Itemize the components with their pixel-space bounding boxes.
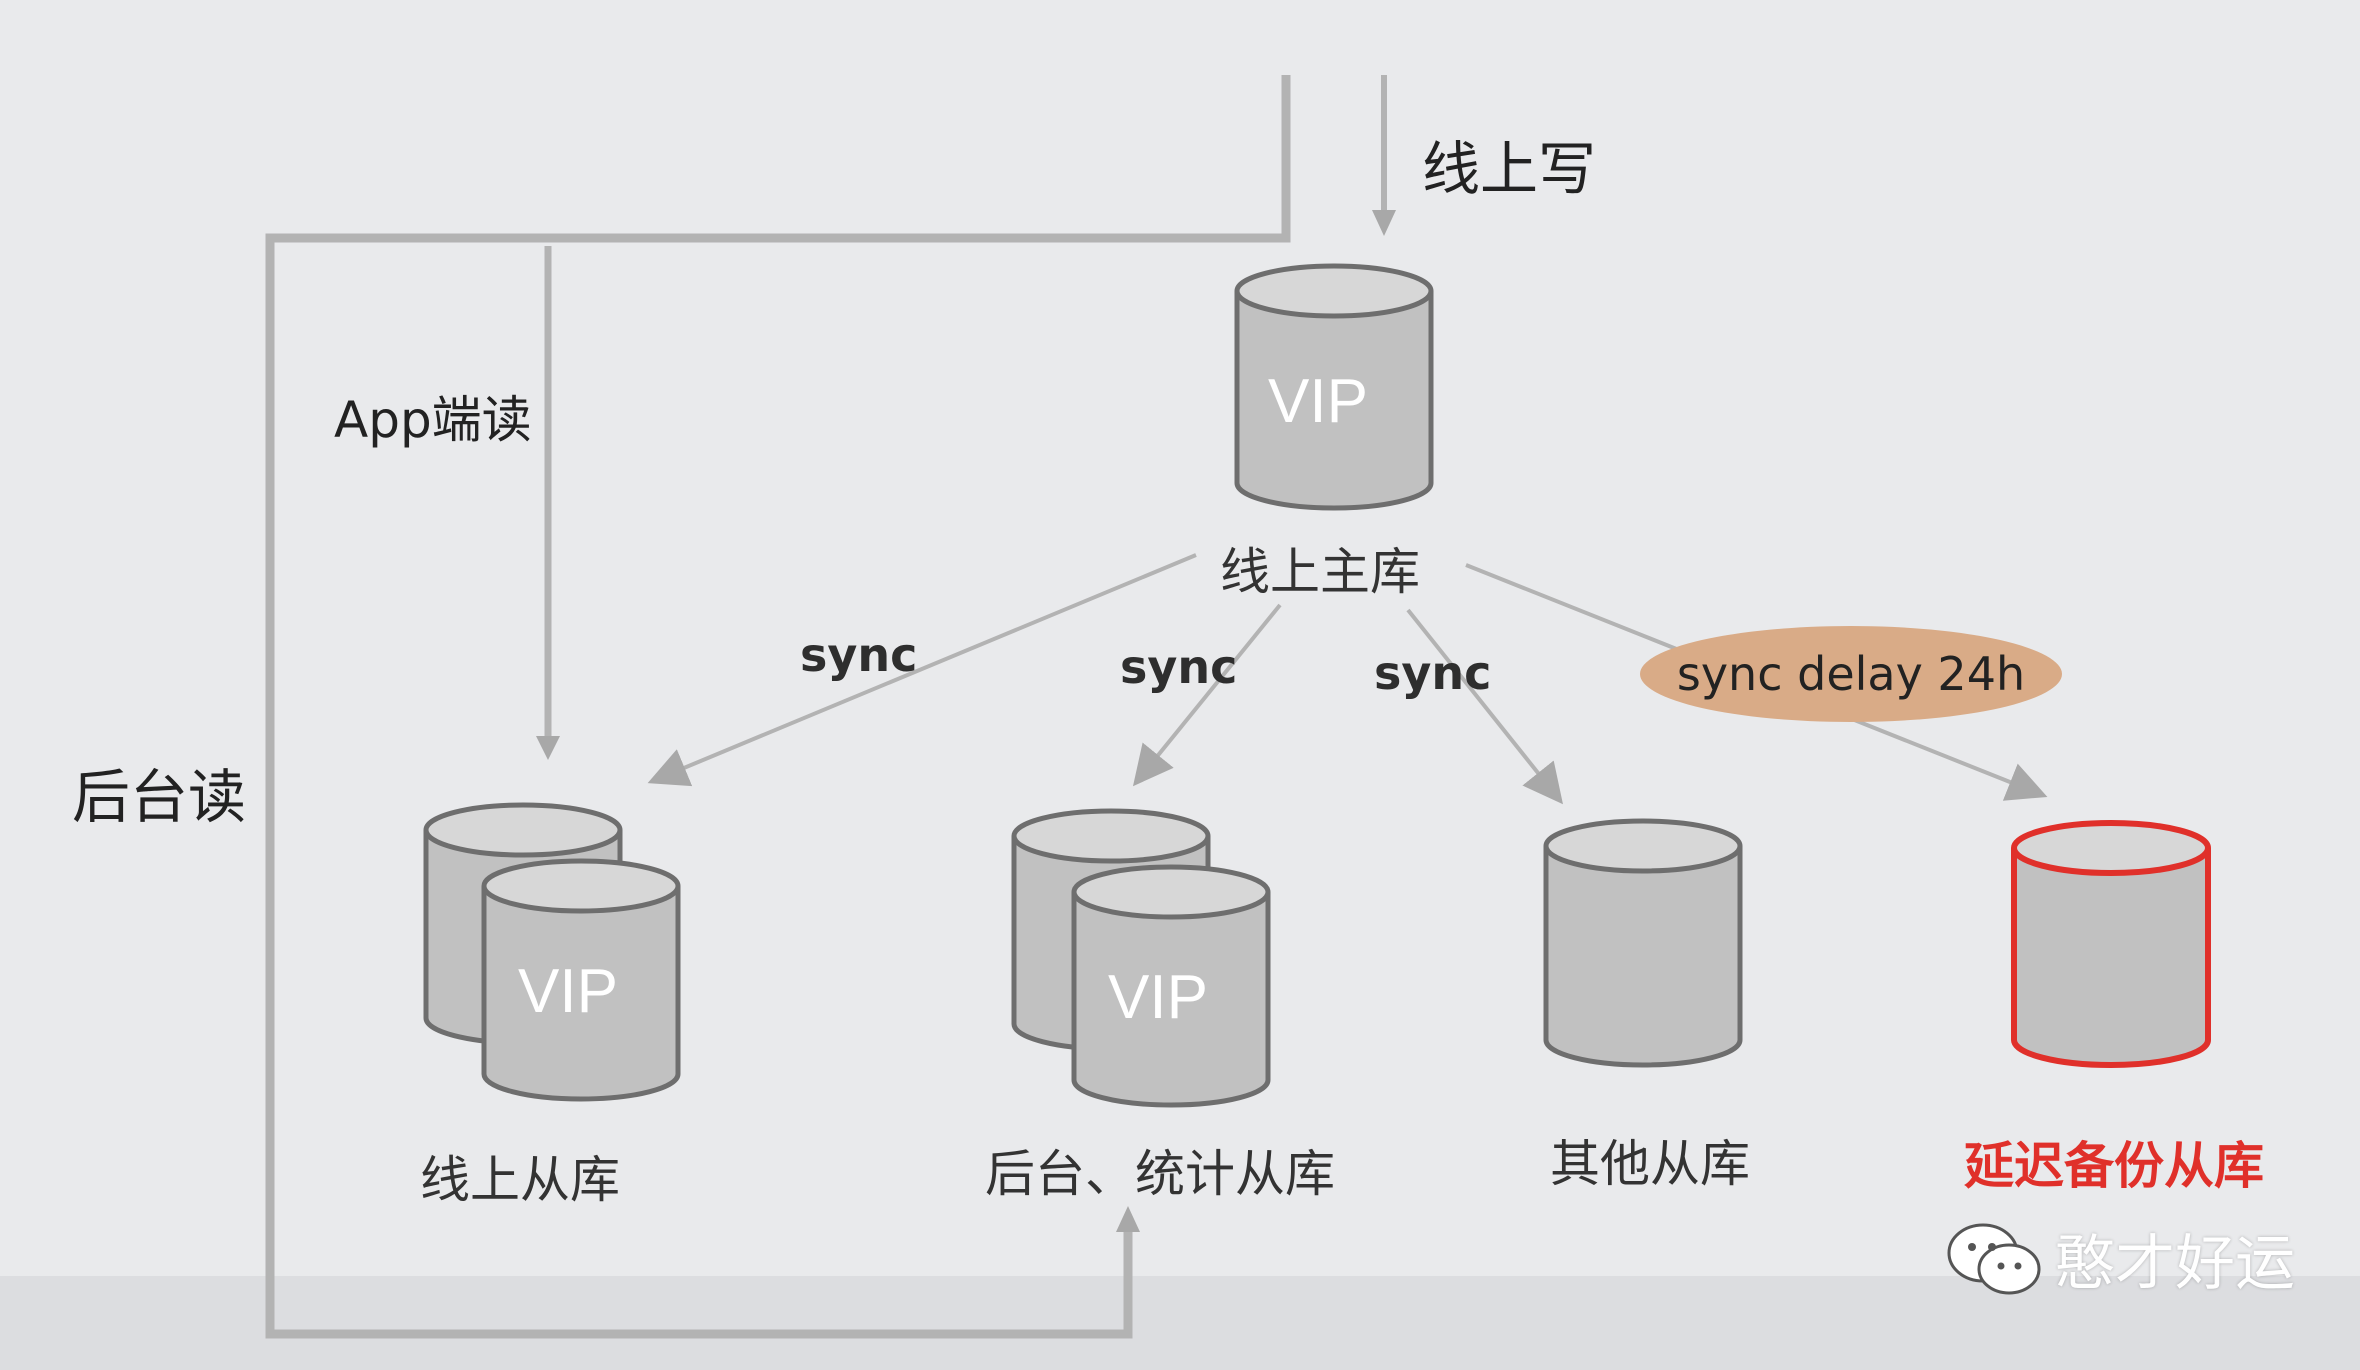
delayed-slave-label: 延迟备份从库 [1964, 1137, 2264, 1195]
sync-label-stats: sync [1120, 640, 1238, 694]
online-slave-vip-label: VIP [518, 957, 618, 1026]
sync-delay-badge: sync delay 24h [1640, 626, 2062, 722]
backend-read-line [265, 75, 1291, 1339]
sync-label-online: sync [800, 628, 918, 682]
online-write-arrowhead [1372, 210, 1396, 236]
stats-slave-label: 后台、统计从库 [985, 1145, 1335, 1203]
watermark: 憨才好运 [1945, 1215, 2295, 1302]
bottom-band [0, 1276, 2360, 1370]
sync-arrow-online [647, 553, 1197, 787]
sync-arrow-other [1406, 608, 1563, 805]
backend-read-arrowhead [1116, 1206, 1140, 1232]
sync-label-other: sync [1374, 646, 1492, 700]
stats-slave-vip-label: VIP [1108, 963, 1208, 1032]
backend-read-label: 后台读 [72, 763, 247, 831]
online-slave-db-icon: VIP [423, 802, 681, 1102]
delayed-slave-db-icon [2011, 820, 2211, 1068]
stats-slave-db-icon: VIP [1011, 808, 1271, 1108]
app-read-arrowhead [536, 736, 560, 760]
master-db-icon: VIP [1234, 263, 1434, 511]
master-db-label: 线上主库 [1220, 543, 1420, 601]
sync-arrow-stats [1132, 603, 1282, 787]
online-write-label: 线上写 [1422, 135, 1597, 203]
watermark-text: 憨才好运 [2055, 1229, 2295, 1299]
sync-delay-label: sync delay 24h [1676, 647, 2026, 701]
online-slave-label: 线上从库 [420, 1151, 620, 1209]
other-slave-label: 其他从库 [1550, 1135, 1750, 1193]
app-read-label: App端读 [334, 391, 532, 449]
other-slave-db-icon [1543, 818, 1743, 1068]
wechat-icon [1947, 1223, 2041, 1294]
master-vip-label: VIP [1268, 367, 1368, 436]
